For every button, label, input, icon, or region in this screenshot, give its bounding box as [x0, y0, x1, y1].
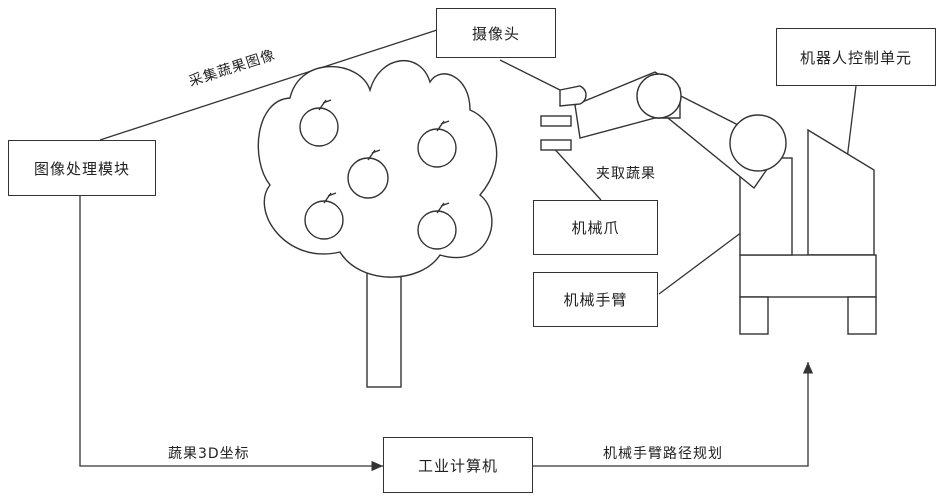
- connectors: [79, 29, 857, 472]
- robot-elbow-joint: [636, 73, 682, 119]
- camera-to-lens-line: [499, 59, 569, 95]
- robot-control-label: 机器人控制单元: [799, 48, 912, 67]
- computer-label: 工业计算机: [417, 456, 498, 475]
- fruit: [417, 120, 457, 168]
- camera-box: 摄像头: [436, 8, 556, 58]
- gripper-box: 机械爪: [533, 200, 658, 255]
- arm-pointer-line: [658, 225, 751, 295]
- robot: [540, 71, 877, 335]
- fruit: [417, 202, 457, 250]
- gripper-finger-lower: [540, 139, 572, 151]
- camera-lens: [559, 85, 587, 107]
- coord-edge-label: 蔬果3D坐标: [168, 446, 250, 462]
- camera-label: 摄像头: [471, 24, 520, 43]
- fruit: [299, 99, 339, 147]
- gripper-finger-upper: [540, 115, 572, 127]
- gripper-label: 机械爪: [571, 219, 620, 237]
- tree-trunk: [366, 267, 402, 388]
- robot-shoulder-joint: [729, 114, 787, 172]
- coord-arrow: [79, 196, 383, 472]
- robot-control-box: 机器人控制单元: [776, 28, 936, 86]
- arm-label: 机械手臂: [563, 291, 628, 309]
- computer-box: 工业计算机: [383, 437, 533, 493]
- path-arrow: [533, 362, 814, 467]
- fruit: [347, 149, 389, 199]
- robot-leg-left: [739, 296, 769, 335]
- grab-edge-label: 夹取蔬果: [596, 166, 656, 182]
- robot-leg-right: [847, 296, 877, 335]
- capture-line: [99, 29, 438, 141]
- grab-line: [549, 143, 602, 201]
- image-processing-box: 图像处理模块: [8, 140, 156, 196]
- robot-body-panel: [807, 128, 875, 256]
- fruit-tree: [257, 59, 498, 388]
- fruit: [304, 192, 344, 240]
- path-edge-label: 机械手臂路径规划: [603, 446, 723, 462]
- image-processing-label: 图像处理模块: [33, 159, 130, 178]
- arm-box: 机械手臂: [533, 272, 658, 327]
- robot-base: [739, 254, 877, 298]
